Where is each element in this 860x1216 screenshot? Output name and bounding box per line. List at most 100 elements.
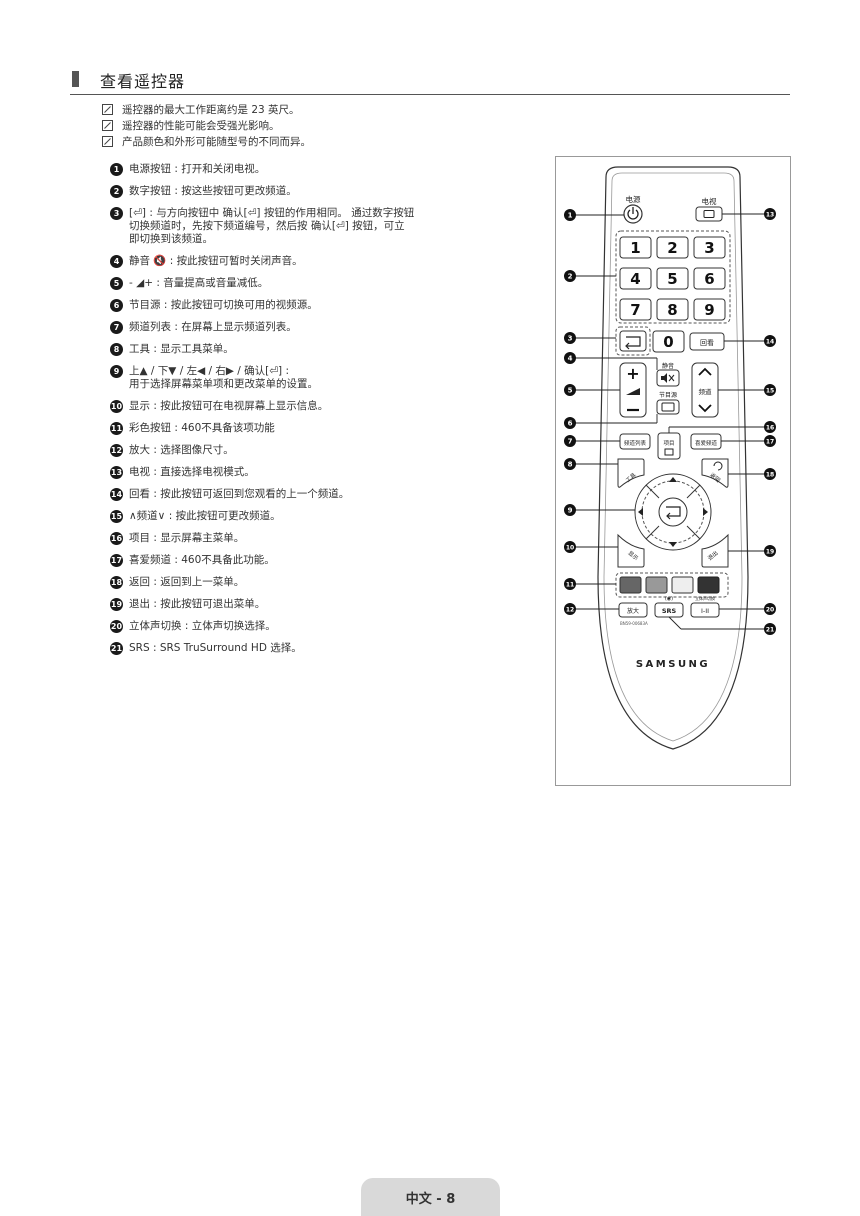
callout-badge xyxy=(564,504,576,516)
note-icon xyxy=(102,119,113,131)
digit-button-7 xyxy=(619,298,652,321)
chlist-label: 频道列表 xyxy=(624,439,647,447)
callout-number: 20 xyxy=(110,620,123,633)
digit-6: 6 xyxy=(704,270,714,288)
list-item: 2 数字按钮 : 按这些按钮可更改频道。 xyxy=(110,185,540,198)
tv-label: 电视 xyxy=(702,196,717,206)
item-text: 电源按钮 : 打开和关闭电视。 xyxy=(129,163,266,175)
callout-number: 14 xyxy=(110,488,123,501)
enter-button xyxy=(658,497,688,527)
callout-badge xyxy=(764,208,776,220)
digit-group-outline xyxy=(615,230,731,324)
item-text: 返回 : 返回到上一菜单。 xyxy=(129,576,245,588)
mute-icon xyxy=(661,373,667,383)
section-title: 查看遥控器 xyxy=(100,72,186,91)
callout-number: 9 xyxy=(110,365,123,378)
note-item: 遥控器的性能可能会受强光影响。 xyxy=(102,117,311,133)
model-code: BN59-00683A xyxy=(620,621,648,626)
dual-label: 立体声切换 xyxy=(695,595,715,601)
callout-badge xyxy=(764,468,776,480)
item-text: 放大 : 选择图像尺寸。 xyxy=(129,444,234,456)
callout-badge xyxy=(764,435,776,447)
digit-button-4 xyxy=(619,267,652,290)
callout-number: 17 xyxy=(110,554,123,567)
callout-number: 7 xyxy=(110,321,123,334)
callout-label: 5 xyxy=(568,387,573,395)
item-text: - ◢+ : 音量提高或音量减低。 xyxy=(129,277,269,289)
digit-2: 2 xyxy=(667,239,677,257)
digit-button-9 xyxy=(693,298,726,321)
section-marker xyxy=(72,71,79,87)
remote-figure: 电源 电视 1 2 3 4 5 6 7 8 9 0 回看 + 静音 xyxy=(555,156,791,786)
digit-button-2 xyxy=(656,236,689,259)
callout-number: 18 xyxy=(110,576,123,589)
menu-label: 项目 xyxy=(663,440,674,447)
callout-badge xyxy=(564,578,576,590)
green-button xyxy=(645,576,668,594)
srs-label: SRS xyxy=(662,607,677,615)
callout-badge xyxy=(764,623,776,635)
callout-label: 17 xyxy=(766,439,774,446)
mute-button xyxy=(656,369,680,387)
digit-1: 1 xyxy=(630,239,640,257)
callout-label: 21 xyxy=(766,627,774,634)
item-text: 回看 : 按此按钮可返回到您观看的上一个频道。 xyxy=(129,488,350,500)
callout-label: 12 xyxy=(566,607,574,614)
right-arrow-icon xyxy=(703,508,708,516)
callout-label: 10 xyxy=(566,545,574,552)
down-arrow-icon xyxy=(669,542,677,547)
item-text: [⏎] : 与方向按钮中 确认[⏎] 按钮的作用相同。 通过数字按钮 切换频道时… xyxy=(129,207,415,245)
list-item: 14 回看 : 按此按钮可返回到您观看的上一个频道。 xyxy=(110,488,540,501)
callout-badge xyxy=(764,335,776,347)
list-item: 15∧频道∨ : 按此按钮可更改频道。 xyxy=(110,510,540,523)
digit-3: 3 xyxy=(704,239,714,257)
callout-number: 13 xyxy=(110,466,123,479)
page-number-tab: 中文 - 8 xyxy=(361,1178,500,1216)
item-text: 退出 : 按此按钮可退出菜单。 xyxy=(129,598,266,610)
enter-key-button xyxy=(619,330,647,352)
enter-icon xyxy=(625,336,641,350)
callout-label: 2 xyxy=(568,273,573,281)
callout-badge xyxy=(564,435,576,447)
source-button xyxy=(656,399,680,415)
item-text: 上▲ / 下▼ / 左◀ / 右▶ / 确认[⏎] : 用于选择屏幕菜单项和更改… xyxy=(129,365,318,390)
power-icon xyxy=(627,209,639,220)
channel-label: 频道 xyxy=(699,387,713,396)
callout-number: 2 xyxy=(110,185,123,198)
callout-number: 6 xyxy=(110,299,123,312)
callout-label: 4 xyxy=(568,355,573,363)
callout-badge xyxy=(564,417,576,429)
callout-label: 11 xyxy=(566,582,574,589)
digit-button-3 xyxy=(693,236,726,259)
callout-badge xyxy=(564,458,576,470)
volume-plus: + xyxy=(626,364,639,383)
callout-label: 13 xyxy=(766,212,774,219)
yellow-button xyxy=(671,576,694,594)
callout-label: 7 xyxy=(568,438,573,446)
note-item: 产品颜色和外形可能随型号的不同而异。 xyxy=(102,133,311,149)
item-text: ∧频道∨ : 按此按钮可更改频道。 xyxy=(129,510,281,522)
callout-badge xyxy=(564,270,576,282)
digit-5: 5 xyxy=(667,270,677,288)
callout-label: 6 xyxy=(568,420,573,428)
digit-button-6 xyxy=(693,267,726,290)
tv-icon xyxy=(703,210,715,218)
item-text: 数字按钮 : 按这些按钮可更改频道。 xyxy=(129,185,297,197)
callout-number: 3 xyxy=(110,207,123,220)
item-text: 项目 : 显示屏幕主菜单。 xyxy=(129,532,245,544)
tv-button xyxy=(695,206,723,222)
remote-illustration: 电源 电视 1 2 3 4 5 6 7 8 9 0 回看 + 静音 xyxy=(564,166,776,750)
color-button-group-outline xyxy=(615,572,729,598)
digit-4: 4 xyxy=(630,270,640,288)
callout-number: 21 xyxy=(110,642,123,655)
callout-label: 1 xyxy=(568,212,573,220)
up-arrow-icon xyxy=(669,477,677,482)
enter-icon xyxy=(666,506,681,520)
callout-badge xyxy=(764,421,776,433)
prech-label: 回看 xyxy=(700,339,714,347)
